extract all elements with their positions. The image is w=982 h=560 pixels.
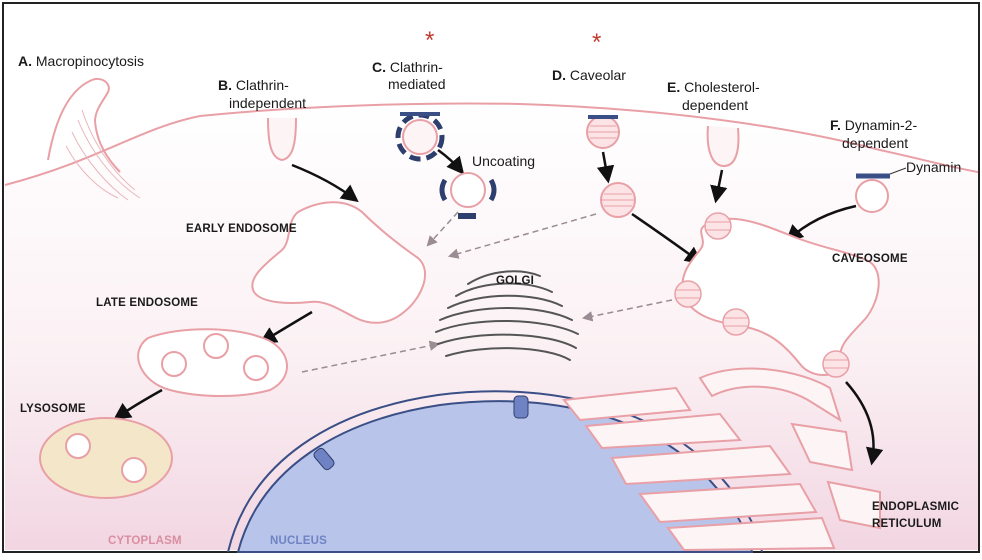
label-e-line1: E. Cholesterol-	[667, 79, 760, 95]
label-d: D. Caveolar	[552, 67, 626, 83]
label-early-endosome: EARLY ENDOSOME	[186, 223, 297, 235]
label-dynamin: Dynamin	[906, 159, 961, 175]
label-a: A. Macropinocytosis	[18, 53, 144, 69]
label-lysosome: LYSOSOME	[20, 403, 86, 415]
label-nucleus: NUCLEUS	[270, 535, 327, 547]
cholesterol-pit	[708, 126, 739, 166]
label-c-line2: mediated	[388, 76, 446, 92]
clathrin-coated-vesicle	[398, 114, 442, 159]
label-uncoating: Uncoating	[472, 153, 535, 169]
caveola-pit	[587, 116, 619, 148]
label-f-line1: F. Dynamin-2-	[830, 117, 917, 133]
label-er-line2: RETICULUM	[872, 518, 942, 530]
label-b-line1: B. Clathrin-	[218, 77, 289, 93]
caveolar-vesicle	[601, 183, 635, 217]
lysosome	[40, 418, 172, 498]
asterisk-c: *	[425, 27, 434, 54]
label-caveosome: CAVEOSOME	[832, 253, 908, 265]
label-e-line2: dependent	[682, 97, 748, 113]
label-golgi: GOLGI	[496, 275, 534, 287]
label-late-endosome: LATE ENDOSOME	[96, 297, 198, 309]
late-endosome	[138, 329, 287, 396]
label-c-line1: C. Clathrin-	[372, 59, 443, 75]
label-cytoplasm: CYTOPLASM	[108, 535, 182, 547]
asterisk-d: *	[592, 29, 601, 56]
label-er-line1: ENDOPLASMIC	[872, 501, 959, 513]
label-b-line2: independent	[229, 95, 306, 111]
label-f-line2: dependent	[842, 135, 908, 151]
nuclear-pore-top	[514, 396, 528, 418]
